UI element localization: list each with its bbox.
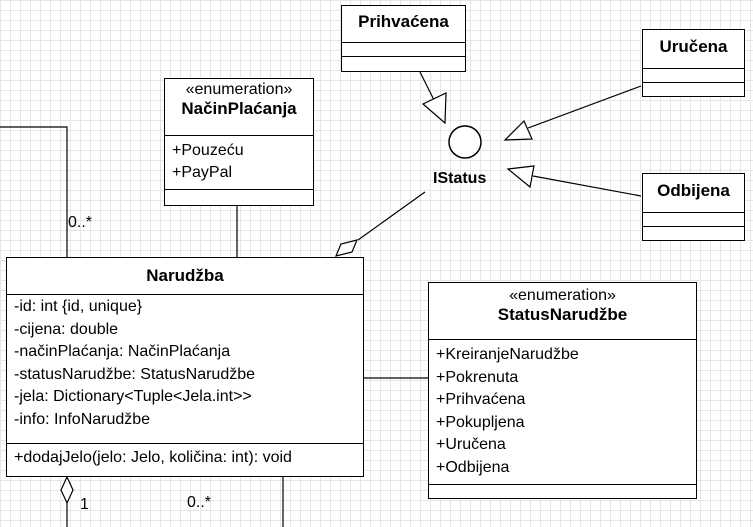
- enum-value: +Pouzeću: [172, 142, 244, 159]
- enum-nacin-placanja[interactable]: «enumeration» NačinPlaćanja +Pouzeću +Pa…: [164, 78, 314, 206]
- istatus-interface-circle: [448, 125, 482, 159]
- enum-value: +KreiranjeNarudžbe: [436, 346, 579, 363]
- enum-title: NačinPlaćanja: [181, 99, 297, 118]
- multiplicity-top-left: 0..*: [68, 214, 93, 231]
- enum-title: StatusNarudžbe: [497, 305, 628, 324]
- odbijena-realization-line: [532, 175, 642, 197]
- operations-compartment: [165, 189, 313, 204]
- attributes-compartment: -id: int {id, unique} -cijena: double -n…: [7, 294, 363, 443]
- class-narudzba[interactable]: Narudžba -id: int {id, unique} -cijena: …: [6, 257, 364, 477]
- enum-stereotype: «enumeration»: [185, 81, 293, 98]
- operations-compartment: [643, 226, 744, 240]
- enum-stereotype: «enumeration»: [509, 287, 616, 304]
- class-odbijena[interactable]: Odbijena: [642, 173, 745, 241]
- class-urucena[interactable]: Uručena: [642, 29, 745, 97]
- prihvacena-realization-line: [419, 71, 435, 101]
- enum-values-compartment: +Pouzeću +PayPal: [165, 135, 313, 189]
- operations-compartment: +dodajJelo(jelo: Jelo, količina: int): v…: [7, 443, 363, 475]
- operation-row: +dodajJelo(jelo: Jelo, količina: int): v…: [14, 449, 292, 466]
- attribute-row: -info: InfoNarudžbe: [14, 410, 151, 428]
- urucena-realization-line: [527, 85, 642, 129]
- operations-compartment: [429, 484, 696, 497]
- enum-value: +Pokupljena: [436, 413, 525, 431]
- enum-value: +Uručena: [436, 436, 506, 453]
- bottom-aggregation-diamond: [60, 475, 74, 505]
- enum-values-compartment: +KreiranjeNarudžbe +Pokrenuta +Prihvaćen…: [429, 339, 696, 484]
- istatus-aggregation-line: [357, 191, 426, 241]
- class-title: Odbijena: [657, 181, 730, 200]
- prihvacena-realization-arrowhead: [421, 92, 447, 125]
- enum-value: +PayPal: [172, 164, 233, 181]
- odbijena-realization-arrowhead: [506, 165, 535, 189]
- attribute-row: -cijena: double: [14, 320, 119, 338]
- urucena-realization-arrowhead: [503, 119, 533, 141]
- enum-value: +Prihvaćena: [436, 391, 526, 408]
- attribute-row: -jela: Dictionary<Tuple<Jela.int>>: [14, 388, 252, 405]
- operations-compartment: [342, 56, 465, 70]
- enum-status-narudzbe[interactable]: «enumeration» StatusNarudžbe +KreiranjeN…: [428, 282, 697, 499]
- attribute-row: -statusNarudžbe: StatusNarudžbe: [14, 365, 256, 383]
- class-title: Prihvaćena: [358, 12, 449, 31]
- multiplicity-bottom-one: 1: [80, 496, 89, 513]
- attribute-row: -id: int {id, unique}: [14, 298, 143, 315]
- istatus-aggregation-diamond: [334, 239, 359, 257]
- class-title: Narudžba: [146, 266, 224, 285]
- istatus-label: IStatus: [433, 170, 487, 187]
- class-prihvacena[interactable]: Prihvaćena: [341, 5, 466, 72]
- top-left-association-line: [0, 126, 68, 257]
- attributes-compartment: [643, 68, 744, 82]
- enum-value: +Odbijena: [436, 458, 510, 476]
- operations-compartment: [643, 82, 744, 96]
- attributes-compartment: [643, 212, 744, 226]
- multiplicity-bottom-many: 0..*: [187, 494, 212, 511]
- class-title: Uručena: [659, 37, 728, 56]
- attributes-compartment: [342, 42, 465, 56]
- enum-value: +Pokrenuta: [436, 368, 519, 386]
- attribute-row: -načinPlaćanja: NačinPlaćanja: [14, 343, 231, 360]
